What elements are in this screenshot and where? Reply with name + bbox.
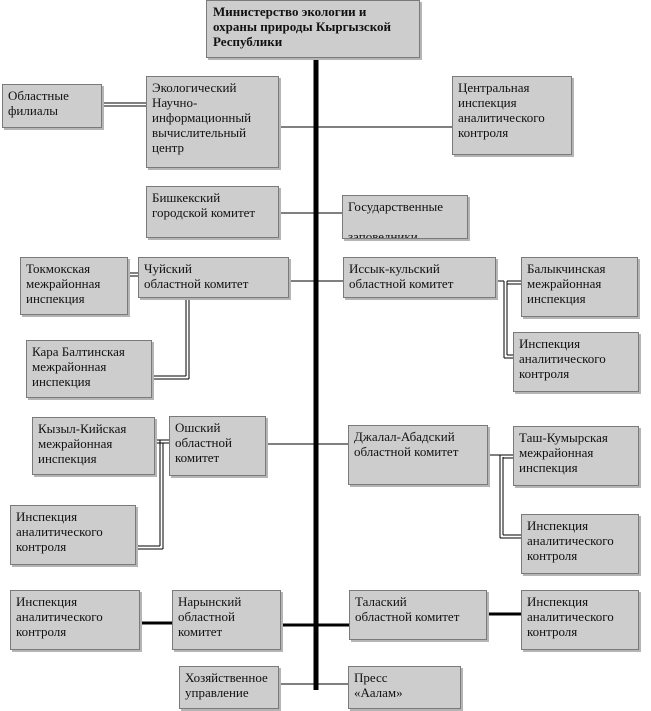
- kara-balta-inspection-box: Кара Балтинская межрайонная инспекция: [26, 340, 152, 398]
- ministry-root-box: Министерство экологии и охраны природы К…: [206, 0, 420, 58]
- tokmok-inspection-box: Токмокская межрайонная инспекция: [20, 257, 128, 315]
- naryn-committee-box: Нарынский областной комитет: [172, 590, 281, 650]
- jalal-abad-committee-box: Джалал-Абадский областной комитет: [348, 425, 488, 485]
- talas-analytical-box: Инспекция аналитического контроля: [521, 590, 639, 650]
- issyk-kul-committee-box: Иссык-кульский областной комитет: [343, 257, 496, 298]
- issyk-kul-analytical-box: Инспекция аналитического контроля: [513, 332, 639, 392]
- press-aalam-box: Пресс «Аалам»: [348, 666, 461, 709]
- regional-branches-box: Областные филиалы: [2, 84, 102, 128]
- state-reserves-box: Государственные заповедники: [342, 195, 468, 239]
- jalal-abad-analytical-box: Инспекция аналитического контроля: [521, 514, 639, 574]
- central-inspection-box: Центральная инспекция аналитического кон…: [452, 76, 572, 155]
- talas-committee-box: Талаский областной комитет: [349, 590, 487, 640]
- bishkek-committee-box: Бишкекский городской комитет: [146, 186, 279, 238]
- kyzyl-kiya-inspection-box: Кызыл-Кийская межрайонная инспекция: [32, 417, 155, 475]
- economic-dept-box: Хозяйственное управление: [179, 666, 279, 709]
- chui-committee-box: Чуйский областной комитет: [138, 257, 289, 298]
- osh-analytical-box: Инспекция аналитического контроля: [10, 505, 136, 565]
- balykchy-inspection-box: Балыкчинская межрайонная инспекция: [521, 257, 638, 317]
- naryn-analytical-box: Инспекция аналитического контроля: [10, 590, 140, 650]
- eco-center-box: Экологический Научно- информационный выч…: [146, 76, 279, 168]
- osh-committee-box: Ошский областной комитет: [169, 416, 266, 476]
- tash-kumyr-inspection-box: Таш-Кумырская межрайонная инспекция: [513, 426, 639, 486]
